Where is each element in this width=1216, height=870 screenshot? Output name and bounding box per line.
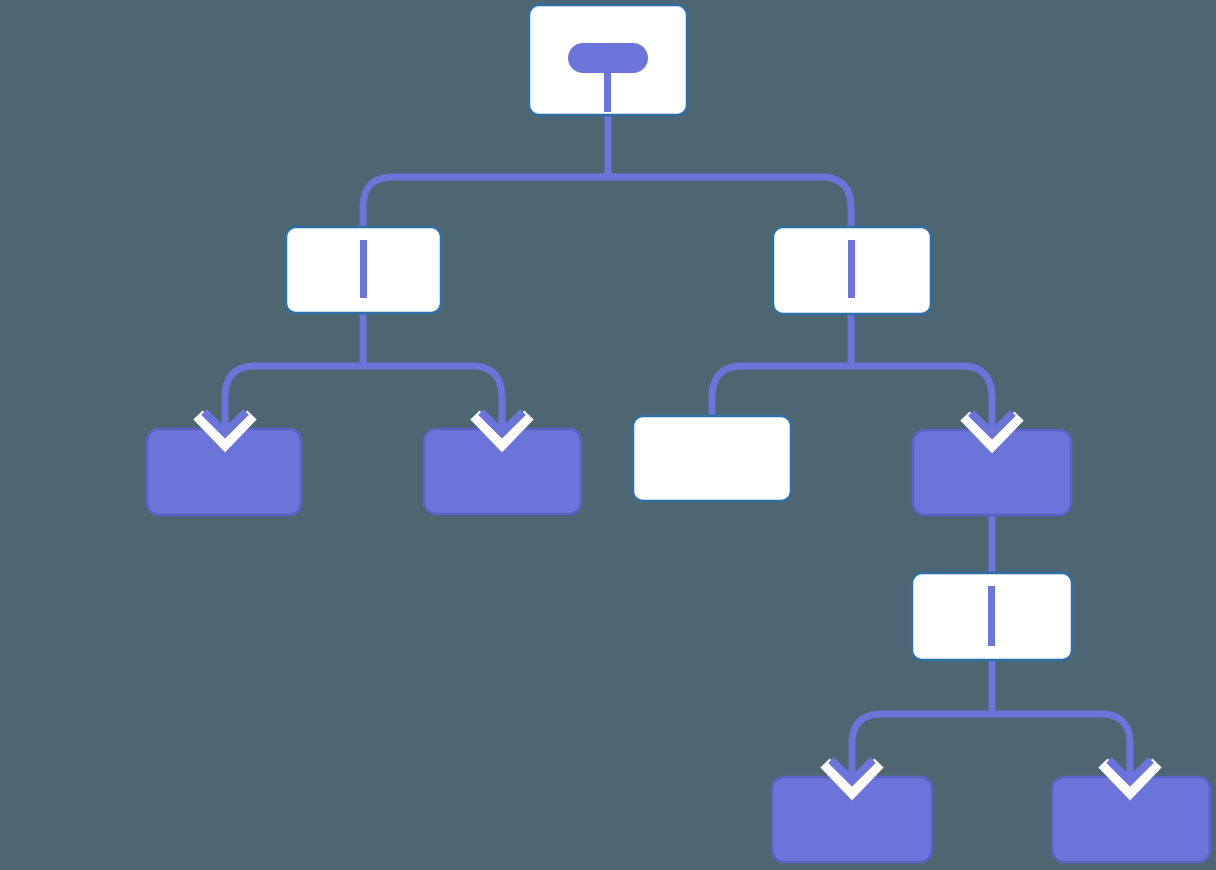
double-chevron-down-icon [960,398,1024,454]
divider-bar-icon [848,240,855,298]
node-child-white[interactable] [631,414,793,503]
diagram-nodes [145,3,1212,864]
edge-right-split [708,362,996,424]
node-branch-right[interactable] [771,225,933,316]
pill-icon [568,43,648,73]
edge-left-split [221,362,506,424]
edge-level1-split [359,173,855,369]
node-root[interactable] [527,3,689,117]
double-chevron-down-icon [470,397,534,453]
merge-arrows [193,397,1162,801]
node-mid-branch[interactable] [910,571,1074,662]
double-chevron-down-icon [193,397,257,453]
double-chevron-down-icon [820,745,884,801]
divider-bar-icon [988,586,995,646]
leaf-card[interactable] [631,414,793,503]
node-branch-left[interactable] [284,225,443,315]
double-chevron-down-icon [1098,745,1162,801]
pill-stem [604,71,611,112]
divider-bar-icon [360,240,367,298]
edge-bottom-split [848,710,1134,772]
